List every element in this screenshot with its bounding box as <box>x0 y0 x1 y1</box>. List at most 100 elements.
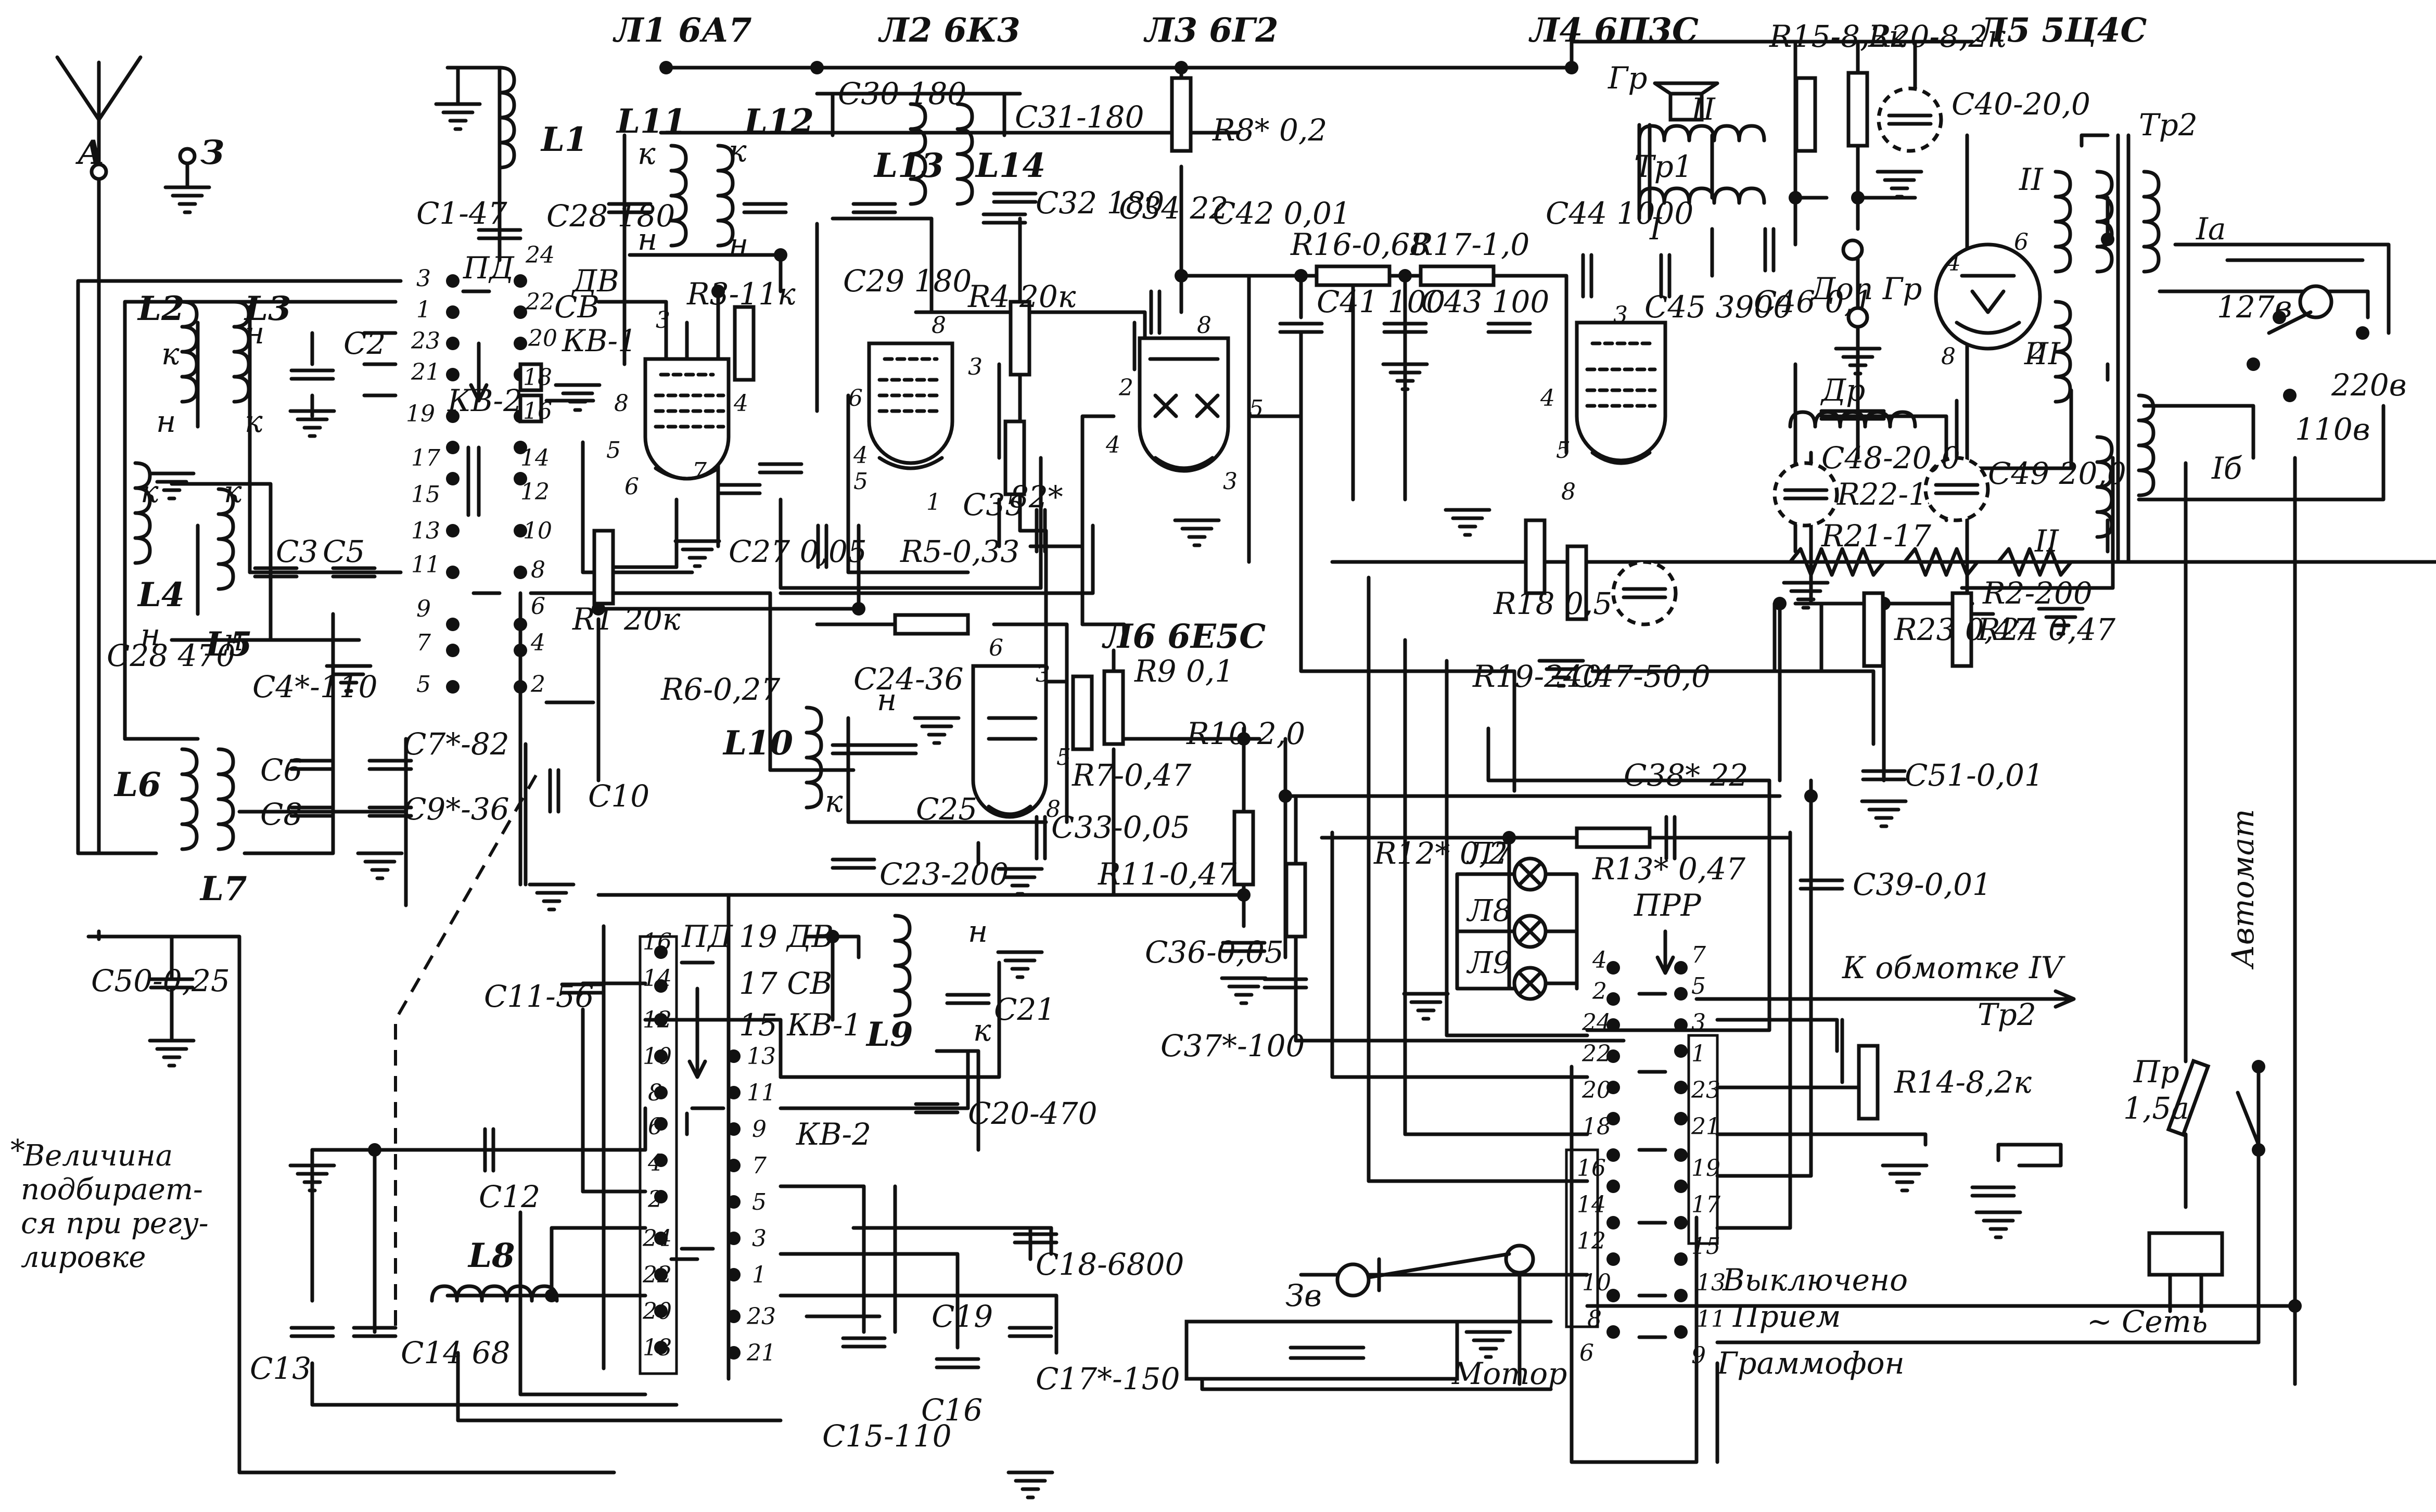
prr-position-receive: Прием <box>1732 1299 1841 1334</box>
pin-label: 24 <box>525 242 555 268</box>
r18-label: R18 0,5 <box>1493 586 1612 621</box>
r20-label: R20-8,2к <box>1868 19 2006 54</box>
tr2-label: Тр2 <box>2139 107 2198 143</box>
choke-inductor <box>1819 409 1886 421</box>
l11-label: L11 <box>616 102 686 141</box>
footnote-line: лировке <box>21 1240 146 1274</box>
coil-tap-label: н <box>141 617 160 652</box>
l7-label: L7 <box>199 869 247 908</box>
pin-label: 24 <box>642 1225 672 1252</box>
pin-label: 23 <box>411 328 440 354</box>
winding-label: Iа <box>2196 211 2226 247</box>
switch-label: КВ-2 <box>447 383 522 418</box>
r13-label: R13* 0,47 <box>1592 851 1745 887</box>
coil-tap-label: н <box>729 227 748 262</box>
svg-text:5: 5 <box>853 468 868 495</box>
c37-label: C37*-100 <box>1160 1028 1305 1063</box>
function-switch-prr[interactable] <box>1565 929 1719 1339</box>
coil-taps: к н н к к н к н к н к н н к н к <box>141 133 991 1048</box>
voltage-110-label: 110в <box>2295 412 2370 447</box>
sound-label: Зв <box>1285 1278 1322 1313</box>
r23-label: R23 0,47 <box>1894 612 2032 647</box>
pin-label: 21 <box>1691 1113 1720 1140</box>
band-switch-bottom[interactable] <box>639 935 741 1375</box>
pin-label: 1 <box>1691 1041 1706 1067</box>
pin-label: 4 <box>647 1150 662 1176</box>
l2-label: L2 <box>137 289 185 328</box>
c39-label: C39-0,01 <box>1853 867 1992 902</box>
r7-label: R7-0,47 <box>1072 758 1191 793</box>
choke-label: Др <box>1820 373 1865 408</box>
auto-switch-icon[interactable] <box>2236 1060 2265 1147</box>
pin-label: 7 <box>416 630 431 656</box>
to-winding-tr-label: Тр2 <box>1978 997 2036 1032</box>
footnote-line: ся при регу- <box>21 1207 209 1240</box>
pin-label: 14 <box>1577 1191 1606 1218</box>
mains-label: ~ Сеть <box>2087 1304 2208 1339</box>
antenna-icon <box>55 55 209 212</box>
c2-label: C2 <box>343 326 386 361</box>
svg-text:6: 6 <box>2014 229 2029 255</box>
pin-label: 13 <box>1697 1270 1726 1296</box>
svg-text:6: 6 <box>989 635 1003 661</box>
pin-label: 19 <box>406 401 435 427</box>
extra-speaker-jack-icon[interactable] <box>1836 238 1880 374</box>
c45-label: C45 3900 <box>1644 289 1792 325</box>
svg-text:4: 4 <box>1540 385 1555 412</box>
c23-label: C23-200 <box>879 856 1009 892</box>
lamp-l8-label: Л8 <box>1466 893 1512 928</box>
r9-label: R9 0,1 <box>1134 654 1234 689</box>
c29-label: C29 180 <box>843 263 972 299</box>
c48-label: C48-20,0 <box>1821 440 1960 476</box>
auto-label: Автомат <box>2225 809 2261 970</box>
coil-tap-label: к <box>141 474 159 509</box>
footnote-mark: * <box>10 1134 25 1168</box>
c18-label: C18-6800 <box>1036 1247 1184 1282</box>
coil-tap-label: н <box>224 622 244 658</box>
pin-label: 5 <box>1691 973 1706 1000</box>
c36-label: C36-0,05 <box>1145 934 1284 970</box>
pin-label: 17 <box>1691 1191 1720 1218</box>
coil-tap-label: н <box>637 222 657 257</box>
pin-label: 18 <box>1582 1113 1611 1140</box>
mains-plug-icon[interactable] <box>2147 1231 2224 1313</box>
svg-text:7: 7 <box>692 458 707 484</box>
svg-text:6: 6 <box>848 385 863 412</box>
pin-label: 12 <box>643 1007 672 1033</box>
band-switch-top[interactable] <box>396 271 546 728</box>
coil-tap-label: к <box>245 404 263 439</box>
c41-label: C41 100 <box>1317 284 1445 319</box>
switch-label: СВ <box>554 289 600 325</box>
pin-label: 6 <box>531 593 545 620</box>
pin-label: 22 <box>642 1262 672 1288</box>
tube-l6-label: Л6 6Е5С <box>1102 617 1266 656</box>
pin-label: 2 <box>1592 978 1607 1005</box>
speaker-label: Гр <box>1608 60 1648 96</box>
switch-label: 19 ДВ <box>739 919 834 954</box>
pin-label: 10 <box>1582 1270 1611 1296</box>
c27-label: C27 0,05 <box>729 534 867 569</box>
c20-label: C20-470 <box>968 1096 1097 1131</box>
voltage-selector[interactable] <box>2247 284 2369 402</box>
c32-label: C32 180 <box>1036 185 1164 221</box>
c28-label: C28 180 <box>546 198 675 234</box>
pin-label: 11 <box>1697 1306 1726 1332</box>
c47-label: C47-50,0 <box>1572 659 1711 694</box>
c10-label: C10 <box>588 778 649 814</box>
pin-label: 6 <box>1579 1340 1594 1366</box>
c15-label: C15-110 <box>822 1418 951 1454</box>
c35-label: C35 <box>963 487 1024 522</box>
extra-speaker-label: Доп Гр <box>1809 271 1922 306</box>
c40-label: C40-20,0 <box>1952 86 2090 122</box>
pin-label: 23 <box>746 1303 776 1330</box>
c35-value-label: 82* <box>1010 479 1063 515</box>
svg-text:6: 6 <box>624 473 639 500</box>
l1-label: L1 <box>540 120 588 159</box>
c26-label: C28 470 <box>107 638 235 673</box>
coil-tap-label: к <box>161 336 180 371</box>
winding-label: Iб <box>2211 451 2242 486</box>
resistor-labels: R1 20к R3-11к R4 20к R5-0,33 R6-0,27 R7-… <box>572 19 2115 1100</box>
pin-label: 20 <box>528 325 557 352</box>
ground-terminal-label: З <box>200 133 224 172</box>
prr-position-off: Выключено <box>1722 1262 1908 1298</box>
